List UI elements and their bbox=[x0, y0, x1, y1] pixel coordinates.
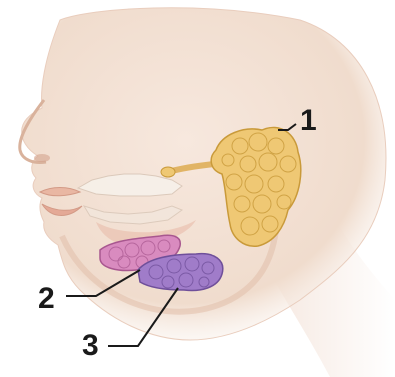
callout-label-1: 1 bbox=[300, 106, 317, 136]
callout-label-3: 3 bbox=[82, 331, 99, 361]
callout-label-2: 2 bbox=[38, 284, 55, 314]
nostril bbox=[34, 154, 50, 162]
duct-opening bbox=[161, 167, 175, 177]
